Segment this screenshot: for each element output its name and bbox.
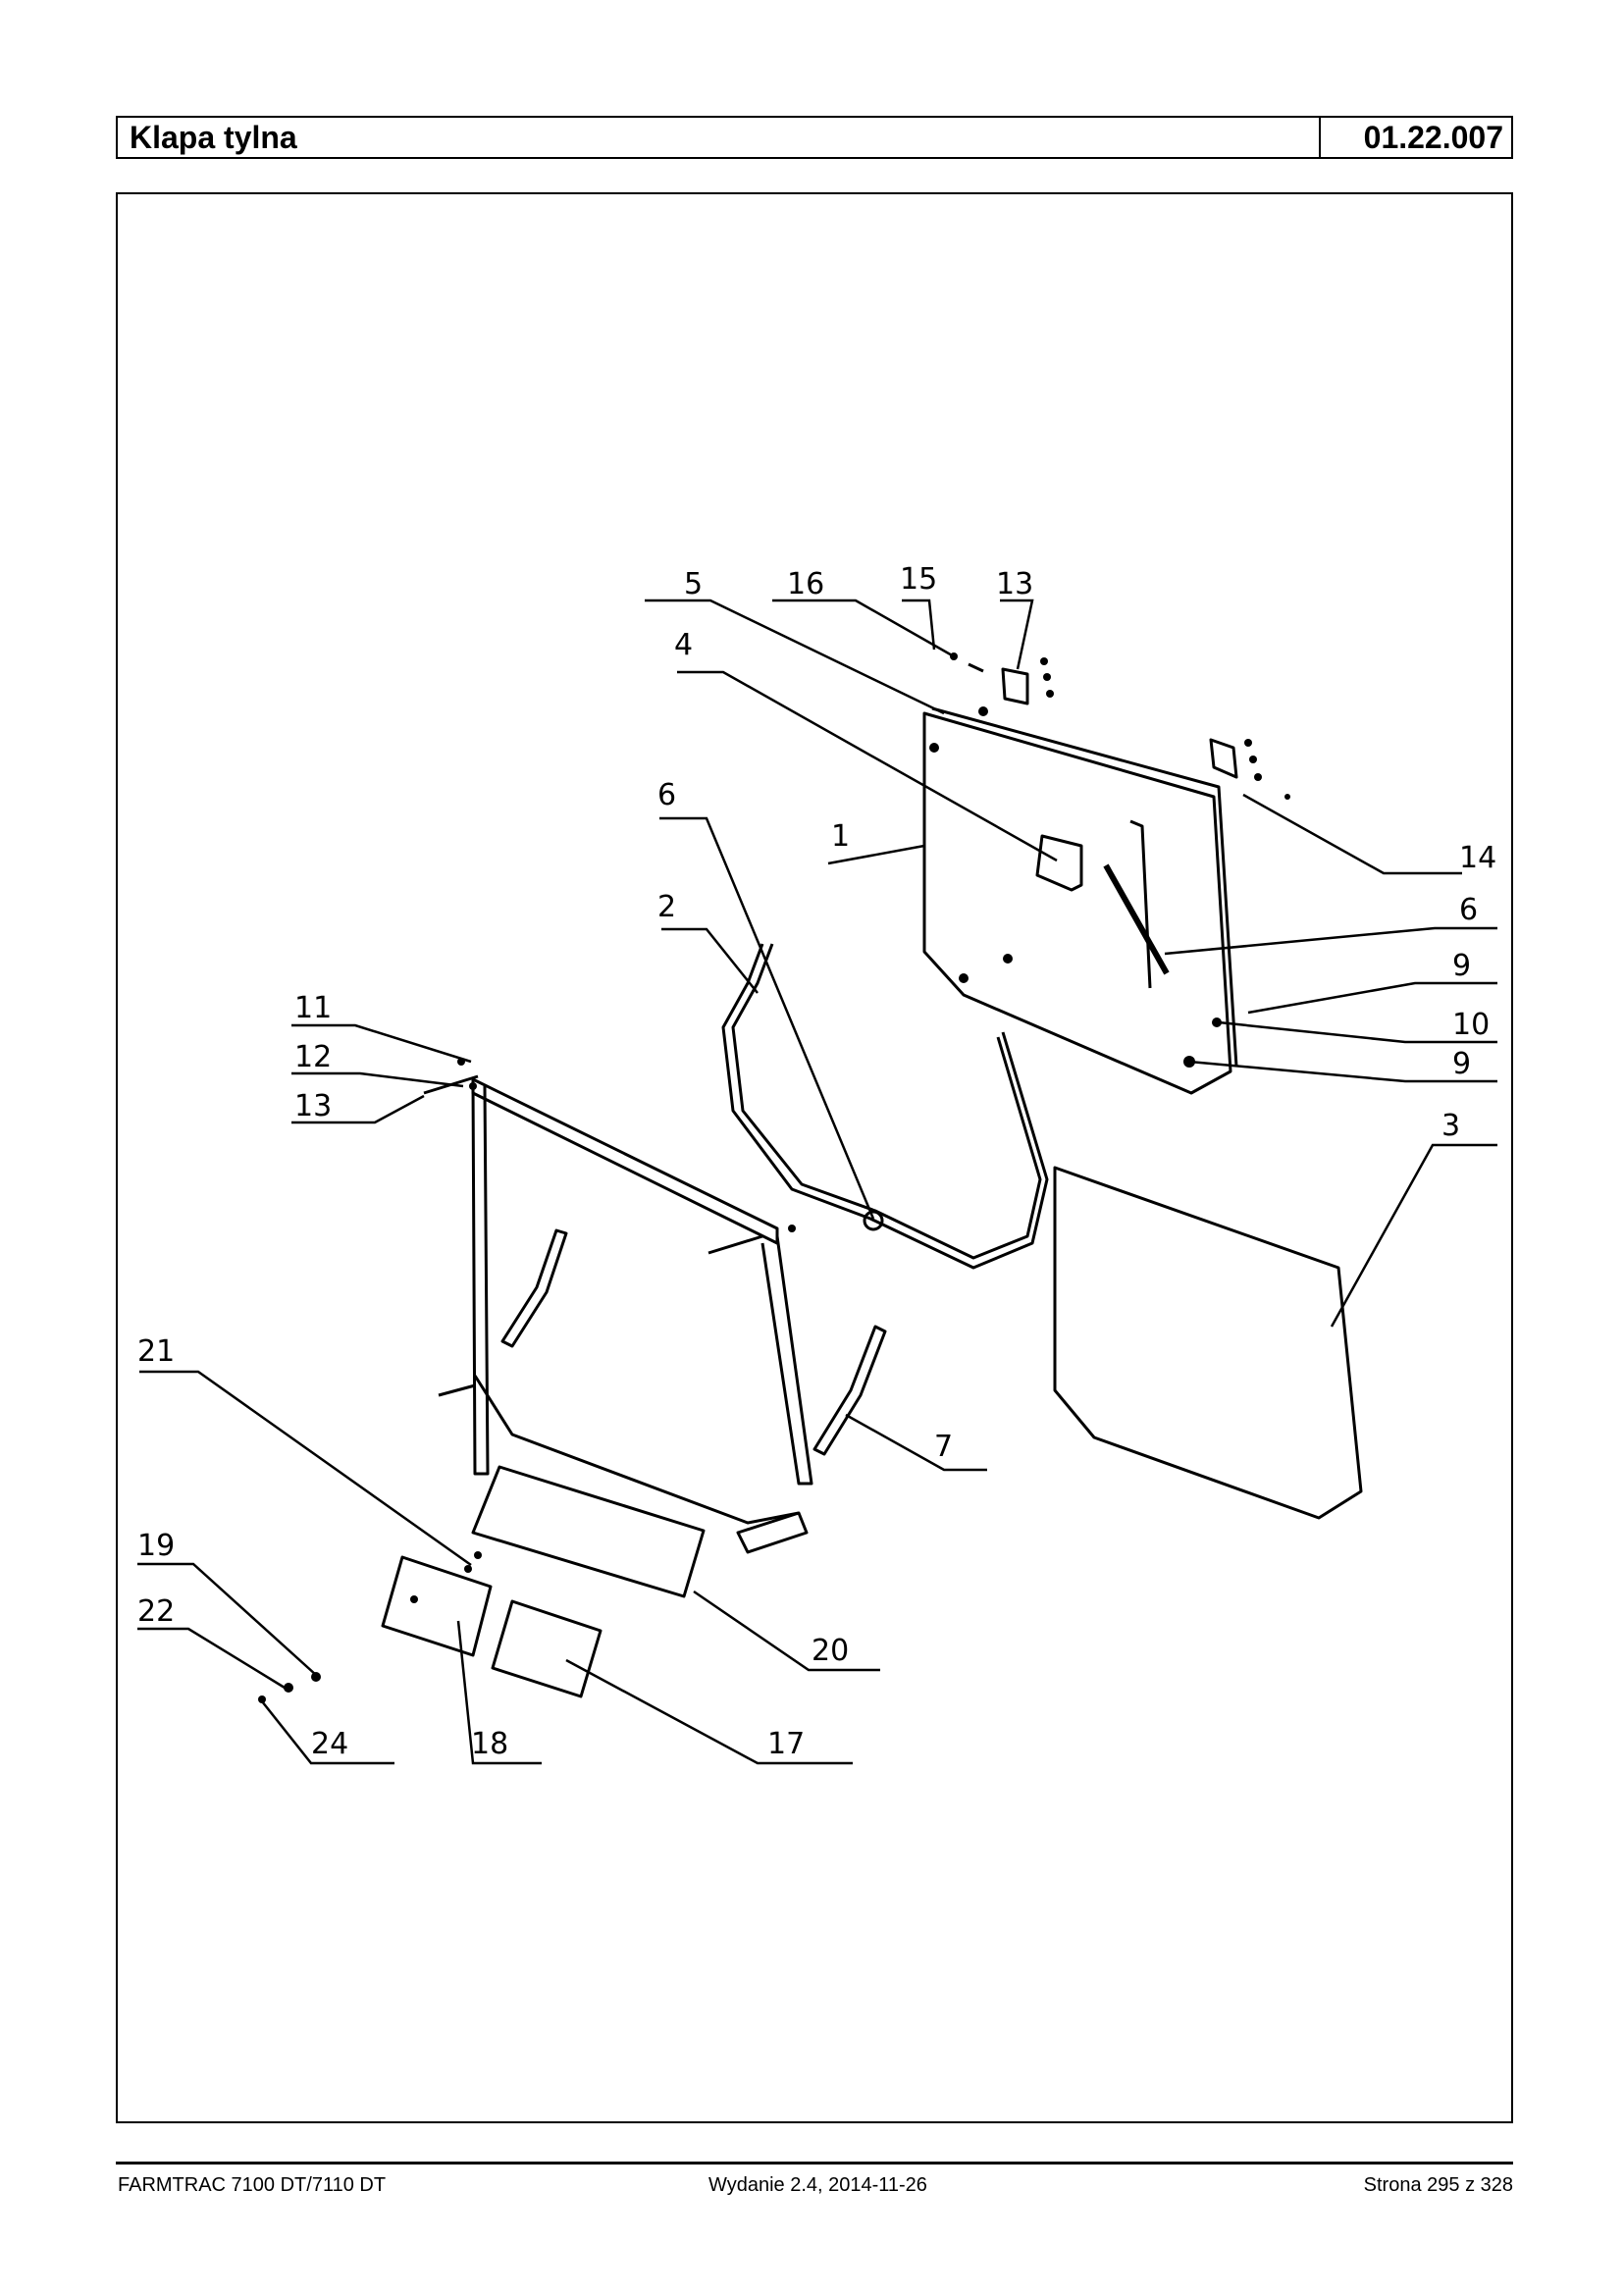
callout-label-2: 2 [657, 890, 676, 924]
callout-label-8: 9 [1452, 949, 1471, 983]
callout-label-7: 7 [934, 1430, 953, 1464]
footer-model: FARMTRAC 7100 DT/7110 DT [118, 2174, 387, 2196]
callout-label-12: 12 [294, 1040, 332, 1074]
callout-label-6a: 6 [657, 778, 676, 812]
callout-label-18: 17 [767, 1727, 805, 1761]
part-3-side-glass [1053, 1166, 1363, 1520]
callout-label-4: 4 [674, 628, 693, 662]
hinge-parts [950, 652, 1290, 800]
callout-label-13: 13 [294, 1089, 332, 1123]
callout-label-1: 1 [831, 819, 850, 854]
exploded-diagram-frame: 5 16 15 13 4 6 1 2 14 6 9 10 9 3 7 11 12… [116, 192, 1513, 2123]
callout-label-21: 20 [812, 1634, 849, 1668]
callout-label-16: 15 [900, 562, 937, 597]
part-1-rear-window [922, 706, 1238, 1095]
callout-label-10: 9 [1452, 1047, 1471, 1081]
callout-label-15: 14 [1459, 841, 1496, 875]
callout-label-5: 5 [684, 567, 703, 601]
callout-label-22: 21 [137, 1334, 175, 1369]
footer-page-number: Strona 295 z 328 [1363, 2174, 1513, 2196]
callout-label-23: 22 [137, 1594, 175, 1629]
page-header: Klapa tylna 01.22.007 [116, 116, 1513, 159]
callout-label-19: 18 [471, 1727, 508, 1761]
callout-label-14: 13 [996, 567, 1033, 601]
exploded-parts-diagram: 5 16 15 13 4 6 1 2 14 6 9 10 9 3 7 11 12… [137, 562, 1497, 1765]
callout-label-9: 10 [1452, 1008, 1490, 1042]
part-13-door-frame [423, 1074, 813, 1554]
footer-divider [116, 2162, 1513, 2165]
callout-label-11: 11 [294, 991, 332, 1025]
callout-label-17: 16 [787, 567, 824, 601]
callout-label-20: 19 [137, 1529, 175, 1563]
part-21-panel [471, 1465, 706, 1598]
footer-edition: Wydanie 2.4, 2014-11-26 [708, 2174, 927, 2196]
callout-label-6b: 6 [1459, 893, 1478, 927]
callout-label-3: 3 [1441, 1109, 1460, 1143]
part-18-panel [491, 1599, 602, 1698]
part-19-panel [381, 1555, 493, 1657]
callout-label-24: 24 [311, 1727, 348, 1761]
part-7-gas-struts [500, 1228, 887, 1456]
callout-leaders [137, 599, 1497, 1765]
page-title: Klapa tylna [130, 120, 297, 155]
small-fasteners [258, 1058, 796, 1703]
section-code: 01.22.007 [1319, 118, 1511, 157]
callout-labels: 5 16 15 13 4 6 1 2 14 6 9 10 9 3 7 11 12… [137, 562, 1496, 1761]
part-2-wiper-frame [721, 943, 1049, 1270]
